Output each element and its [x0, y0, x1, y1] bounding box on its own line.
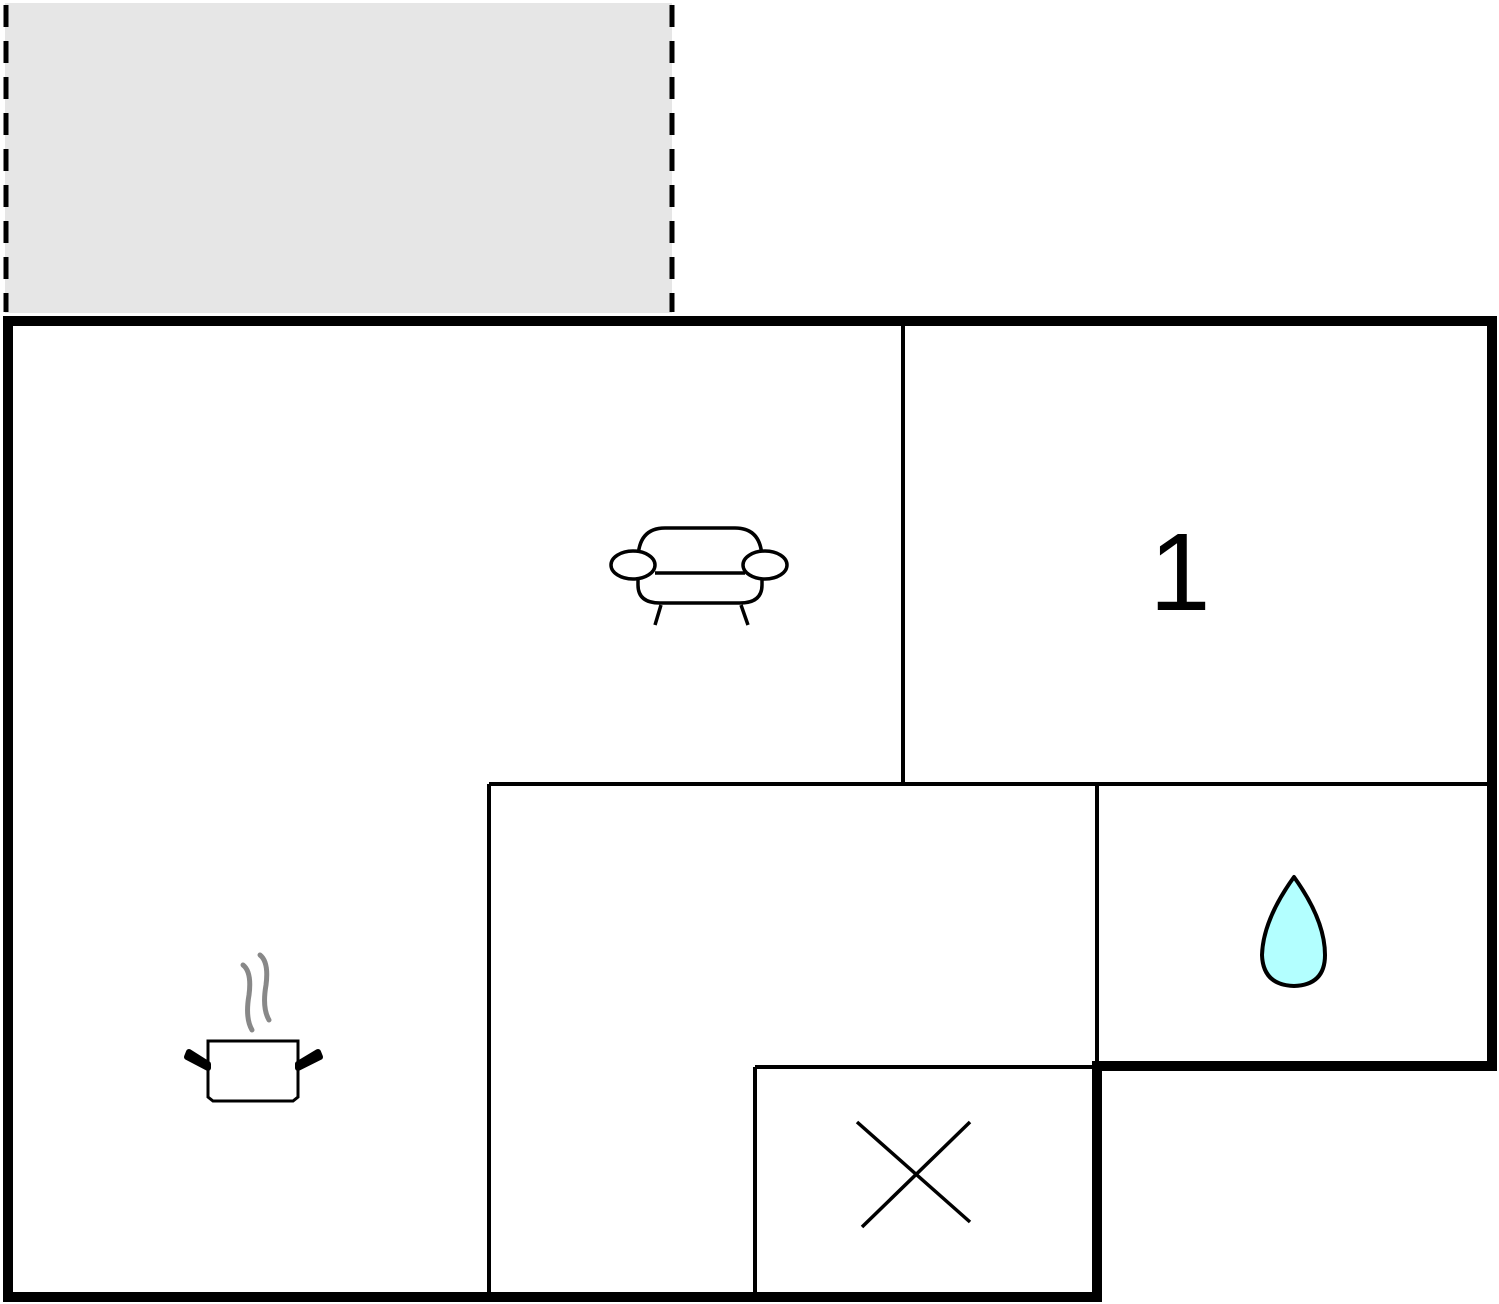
inner-walls [487, 320, 1490, 1295]
water-drop-icon [1260, 875, 1327, 988]
room-label: 1 [1149, 511, 1210, 634]
cooking-pot-icon [184, 952, 323, 1103]
sofa-icon [609, 526, 789, 626]
cross-icon [855, 1120, 972, 1229]
outdoor-area [3, 3, 675, 313]
outer-walls [3, 316, 1497, 1302]
